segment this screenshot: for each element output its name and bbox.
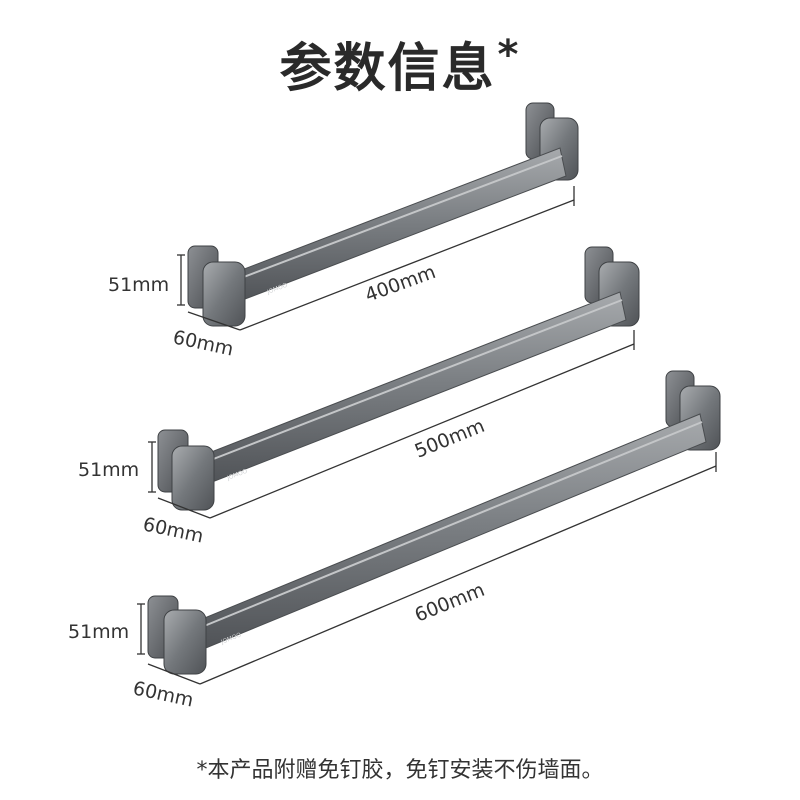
length-label: 500mm (412, 415, 488, 463)
length-dimension-line (239, 199, 575, 331)
page-title: 参数信息* (0, 26, 800, 101)
towel-bar-500: JOMOO 51mm 60mm 500mm (78, 246, 640, 548)
depth-dimension-line (147, 663, 201, 685)
title-asterisk: * (497, 31, 521, 78)
bar-rail (195, 291, 627, 487)
depth-label: 60mm (131, 677, 195, 711)
towel-bar-400: JOMOO 51mm 60mm 400mm (108, 102, 579, 361)
end-cap-left (202, 261, 246, 327)
length-label: 600mm (412, 579, 488, 627)
towel-bar-600: JOMOO 51mm 60mm 600mm (68, 370, 721, 712)
depth-label: 60mm (141, 513, 205, 547)
depth-dimension-line (187, 311, 241, 331)
end-cap-left (163, 609, 207, 675)
height-label: 51mm (78, 459, 139, 481)
height-label: 51mm (68, 621, 129, 643)
length-dimension-line (209, 343, 635, 519)
bar-highlight (197, 299, 623, 466)
end-cap-left (171, 445, 215, 511)
depth-dimension-line (157, 497, 211, 519)
title-text: 参数信息 (279, 39, 496, 99)
footnote: *本产品附赠免钉胶，免钉安装不伤墙面。 (196, 758, 604, 783)
length-dimension-line (199, 465, 717, 685)
bar-highlight (227, 155, 563, 284)
depth-label: 60mm (171, 326, 235, 360)
height-label: 51mm (108, 274, 169, 296)
bar-highlight (191, 421, 703, 632)
